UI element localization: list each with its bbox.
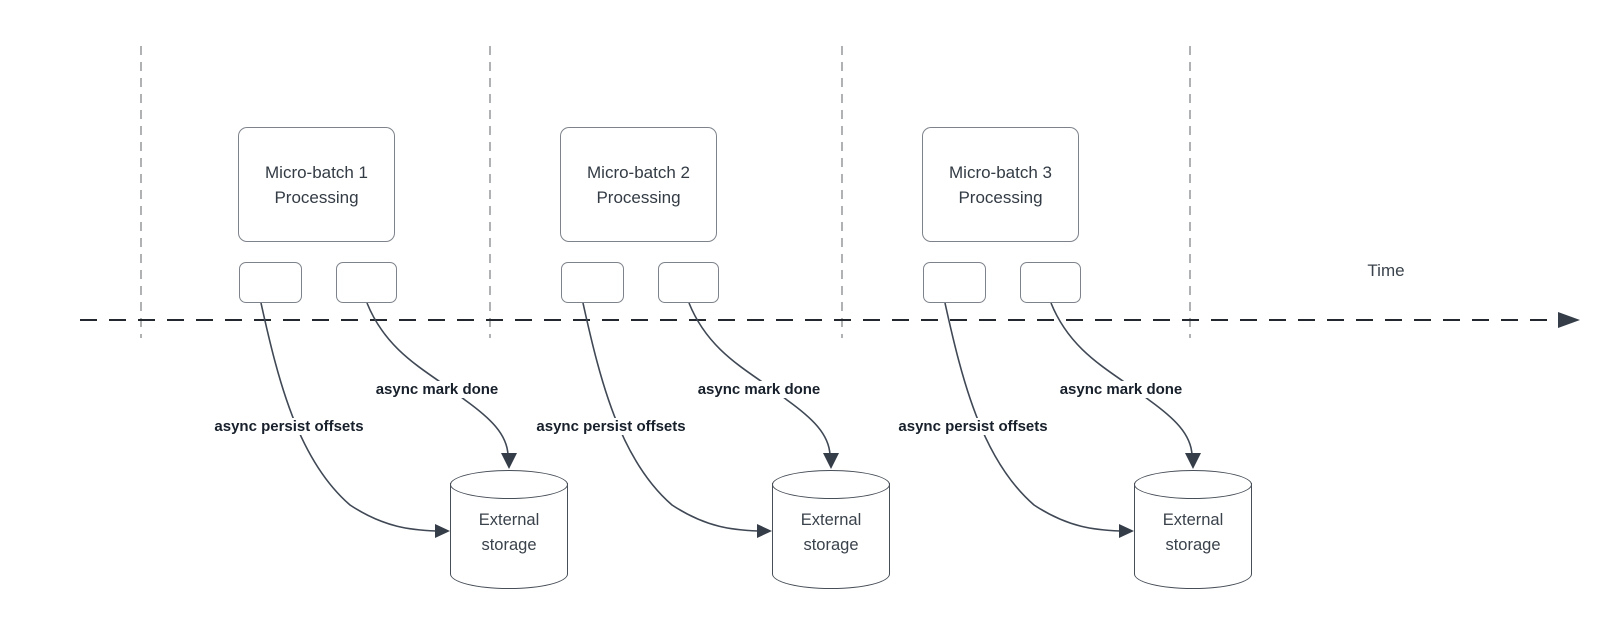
persist-offsets-label-3: async persist offsets xyxy=(895,418,1051,435)
timeline-arrowhead-icon xyxy=(1558,312,1580,328)
time-axis-label: Time xyxy=(1367,261,1405,280)
cylinder-top-ellipse xyxy=(772,470,890,499)
external-storage-label-3: External storage xyxy=(1162,511,1224,554)
micro-batch-1-box: Micro-batch 1 Processing xyxy=(238,127,395,242)
persist-task-box-1 xyxy=(239,262,302,303)
external-storage-label-1: External storage xyxy=(478,511,540,554)
persist-offsets-label-1: async persist offsets xyxy=(211,418,367,435)
cylinder-top-ellipse xyxy=(450,470,568,499)
done-task-box-2 xyxy=(658,262,719,303)
mark-done-label-2: async mark done xyxy=(694,381,824,398)
mark-done-label-3: async mark done xyxy=(1056,381,1186,398)
cylinder-body xyxy=(1134,483,1252,589)
done-task-box-3 xyxy=(1020,262,1081,303)
done-task-box-1 xyxy=(336,262,397,303)
micro-batch-1-label: Micro-batch 1 Processing xyxy=(265,162,368,207)
mark-done-label-1: async mark done xyxy=(372,381,502,398)
cylinder-body xyxy=(450,483,568,589)
persist-offsets-label-2: async persist offsets xyxy=(533,418,689,435)
persist-task-box-2 xyxy=(561,262,624,303)
micro-batch-3-box: Micro-batch 3 Processing xyxy=(922,127,1079,242)
micro-batch-2-box: Micro-batch 2 Processing xyxy=(560,127,717,242)
external-storage-label-2: External storage xyxy=(800,511,862,554)
external-storage-cylinder-1: External storage xyxy=(450,470,568,590)
external-storage-cylinder-2: External storage xyxy=(772,470,890,590)
cylinder-body xyxy=(772,483,890,589)
micro-batch-2-label: Micro-batch 2 Processing xyxy=(587,162,690,207)
cylinder-top-ellipse xyxy=(1134,470,1252,499)
external-storage-cylinder-3: External storage xyxy=(1134,470,1252,590)
persist-task-box-3 xyxy=(923,262,986,303)
micro-batch-3-label: Micro-batch 3 Processing xyxy=(949,162,1052,207)
